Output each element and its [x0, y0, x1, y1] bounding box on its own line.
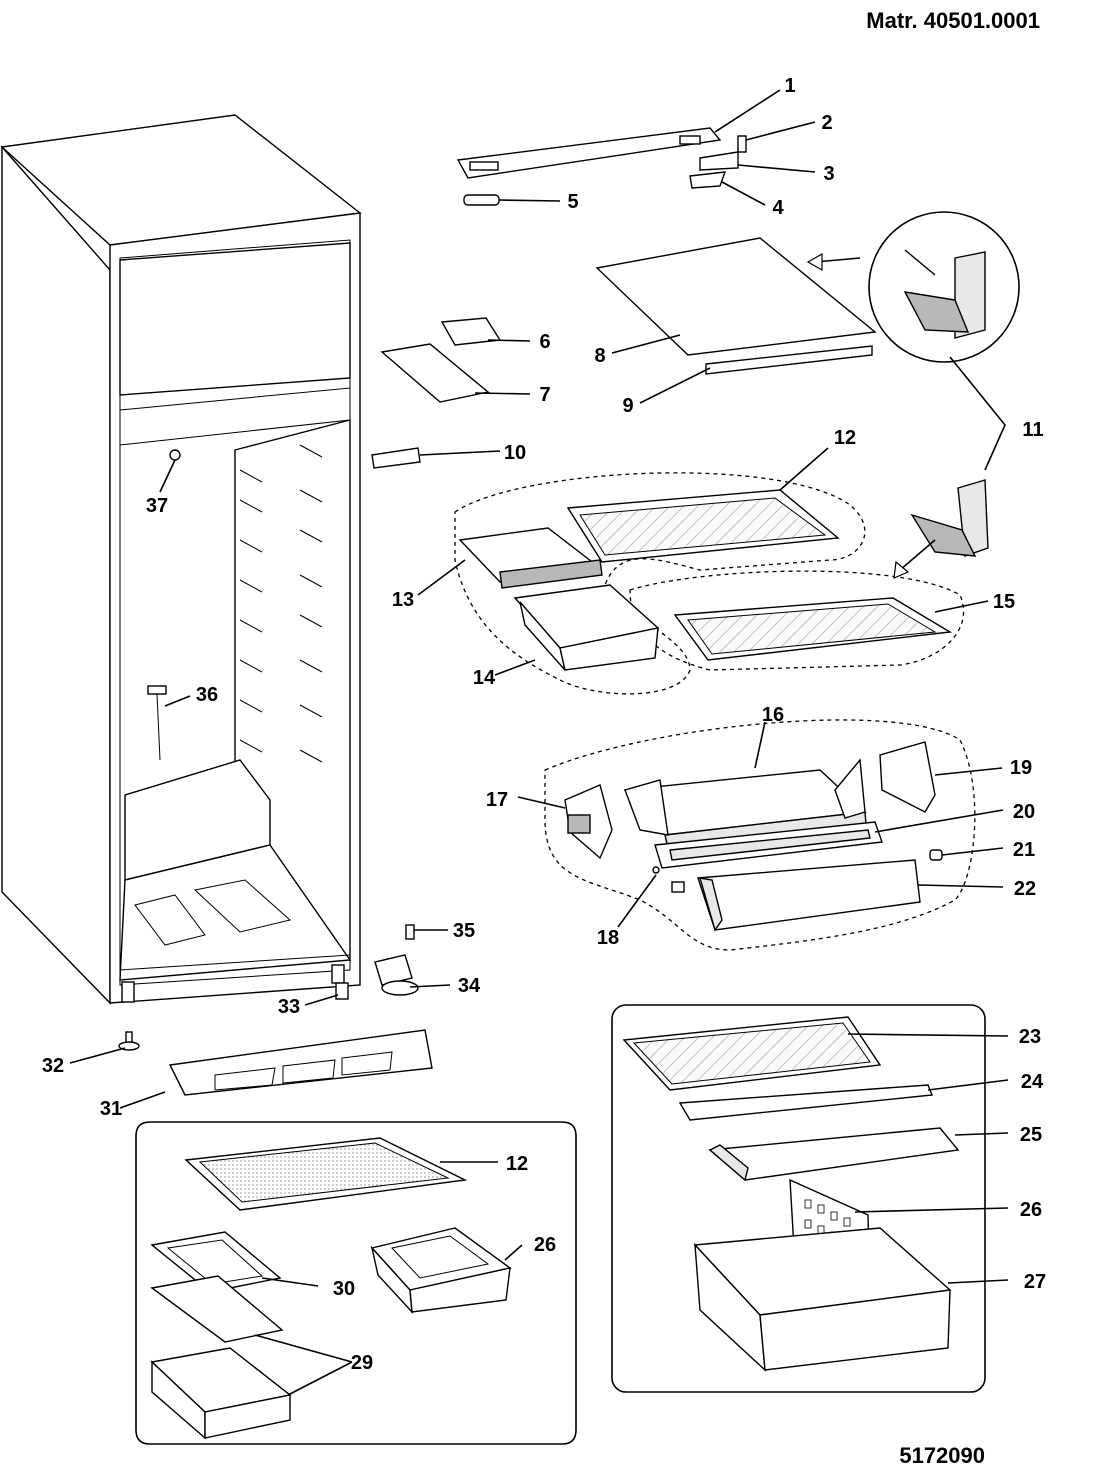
- part-22-crisper-drawer: [697, 859, 921, 932]
- callout-12: 12: [834, 427, 856, 449]
- part-19-right-support: [879, 741, 936, 813]
- callout-17: 17: [486, 789, 508, 811]
- part-7-ice-tray: [380, 343, 490, 403]
- callout-29: 29: [351, 1352, 373, 1374]
- callout-10: 10: [504, 442, 526, 464]
- part-27-drawer: [693, 1227, 952, 1372]
- callout-20: 20: [1013, 801, 1035, 823]
- part-21-clip: [929, 849, 943, 861]
- part-36-lamp-holder: [147, 685, 167, 761]
- part-18-screw: [652, 866, 660, 874]
- callout-11: 11: [1022, 419, 1043, 441]
- drawing-number: 5172090: [899, 1443, 985, 1468]
- part-25-balcony: [708, 1127, 960, 1182]
- part-14-drawer: [513, 584, 660, 671]
- part-18-screw-2: [671, 881, 685, 893]
- part-4-hinge: [689, 171, 727, 189]
- callout-8: 8: [594, 345, 605, 367]
- accessories-box: [135, 1121, 577, 1445]
- callout-25: 25: [1020, 1124, 1042, 1146]
- callout-4: 4: [772, 197, 784, 219]
- part-13-compartment-lid: [458, 527, 603, 589]
- part-1-top-hinge-cover: [456, 127, 722, 179]
- callout-13: 13: [392, 589, 414, 611]
- callout-23: 23: [1019, 1026, 1041, 1048]
- part-26-ice-bin: [370, 1227, 512, 1314]
- callout-6: 6: [539, 331, 550, 353]
- part-15-glass-shelf: [673, 597, 953, 661]
- callout-18: 18: [597, 927, 619, 949]
- callout-14: 14: [473, 667, 496, 689]
- part-24-shelf-trim: [678, 1084, 933, 1121]
- callout-30: 30: [333, 1278, 355, 1300]
- callout-34: 34: [458, 975, 481, 997]
- part-17-left-support: [564, 784, 613, 860]
- cabinet: [0, 114, 362, 1005]
- group-outline-2: [629, 570, 965, 671]
- callout-26: 26: [1020, 1199, 1042, 1221]
- part-23-glass-shelf: [622, 1016, 882, 1091]
- arrow: [899, 539, 936, 571]
- callout-19: 19: [1010, 757, 1032, 779]
- part-34-bracket: [374, 954, 419, 996]
- callout-7: 7: [539, 384, 550, 406]
- callout-2: 2: [821, 112, 832, 134]
- callout-24: 24: [1021, 1071, 1044, 1093]
- part-6-ice-cover: [440, 317, 502, 346]
- callout-16: 16: [762, 704, 784, 726]
- part-11-support-detail: [868, 211, 1020, 557]
- part-20-crisper-frame: [654, 821, 883, 869]
- callout-31: 31: [100, 1098, 122, 1120]
- part-3-bracket: [699, 151, 739, 171]
- part-33-foot: [335, 982, 349, 1000]
- callout-37: 37: [146, 495, 168, 517]
- callout-15: 15: [993, 591, 1015, 613]
- part-35-pin: [405, 924, 415, 940]
- part-12-glass-shelf-alt: [184, 1137, 468, 1211]
- callout-27: 27: [1024, 1271, 1046, 1293]
- callout-26-alt: 26: [534, 1234, 556, 1256]
- callout-5: 5: [567, 191, 578, 213]
- part-31-bottom-grille: [168, 1029, 433, 1096]
- part-29-ice-box: [150, 1347, 292, 1440]
- callout-21: 21: [1013, 839, 1035, 861]
- callout-35: 35: [453, 920, 475, 942]
- callout-labels: 1 2 3 4 5 6 7 8 9 10 11 12 13 14 15 16 1…: [42, 75, 1046, 1374]
- part-5-plug: [463, 194, 500, 206]
- part-30-ice-cube-tray: [150, 1231, 282, 1293]
- group-outline-1: [454, 472, 866, 695]
- callout-22: 22: [1014, 878, 1036, 900]
- callout-33: 33: [278, 996, 300, 1018]
- part-10-thermostat: [371, 447, 421, 469]
- part-2-pin: [737, 135, 747, 153]
- part-8-wire-shelf: [595, 237, 877, 356]
- leader-lines: [69, 89, 1009, 1396]
- part-31-vents: [214, 1051, 393, 1091]
- callout-3: 3: [823, 163, 834, 185]
- callout-1: 1: [784, 75, 795, 97]
- freezer-parts-box: [611, 1004, 986, 1393]
- callout-32: 32: [42, 1055, 64, 1077]
- callout-36: 36: [196, 684, 218, 706]
- part-12-glass-shelf: [566, 489, 840, 563]
- part-32-leveling-foot: [118, 1031, 140, 1051]
- part-29-ice-grid: [150, 1275, 284, 1343]
- callout-9: 9: [622, 395, 633, 417]
- callout-12-alt: 12: [506, 1153, 528, 1175]
- group-outline-3: [544, 719, 976, 951]
- model-code: Matr. 40501.0001: [866, 8, 1040, 33]
